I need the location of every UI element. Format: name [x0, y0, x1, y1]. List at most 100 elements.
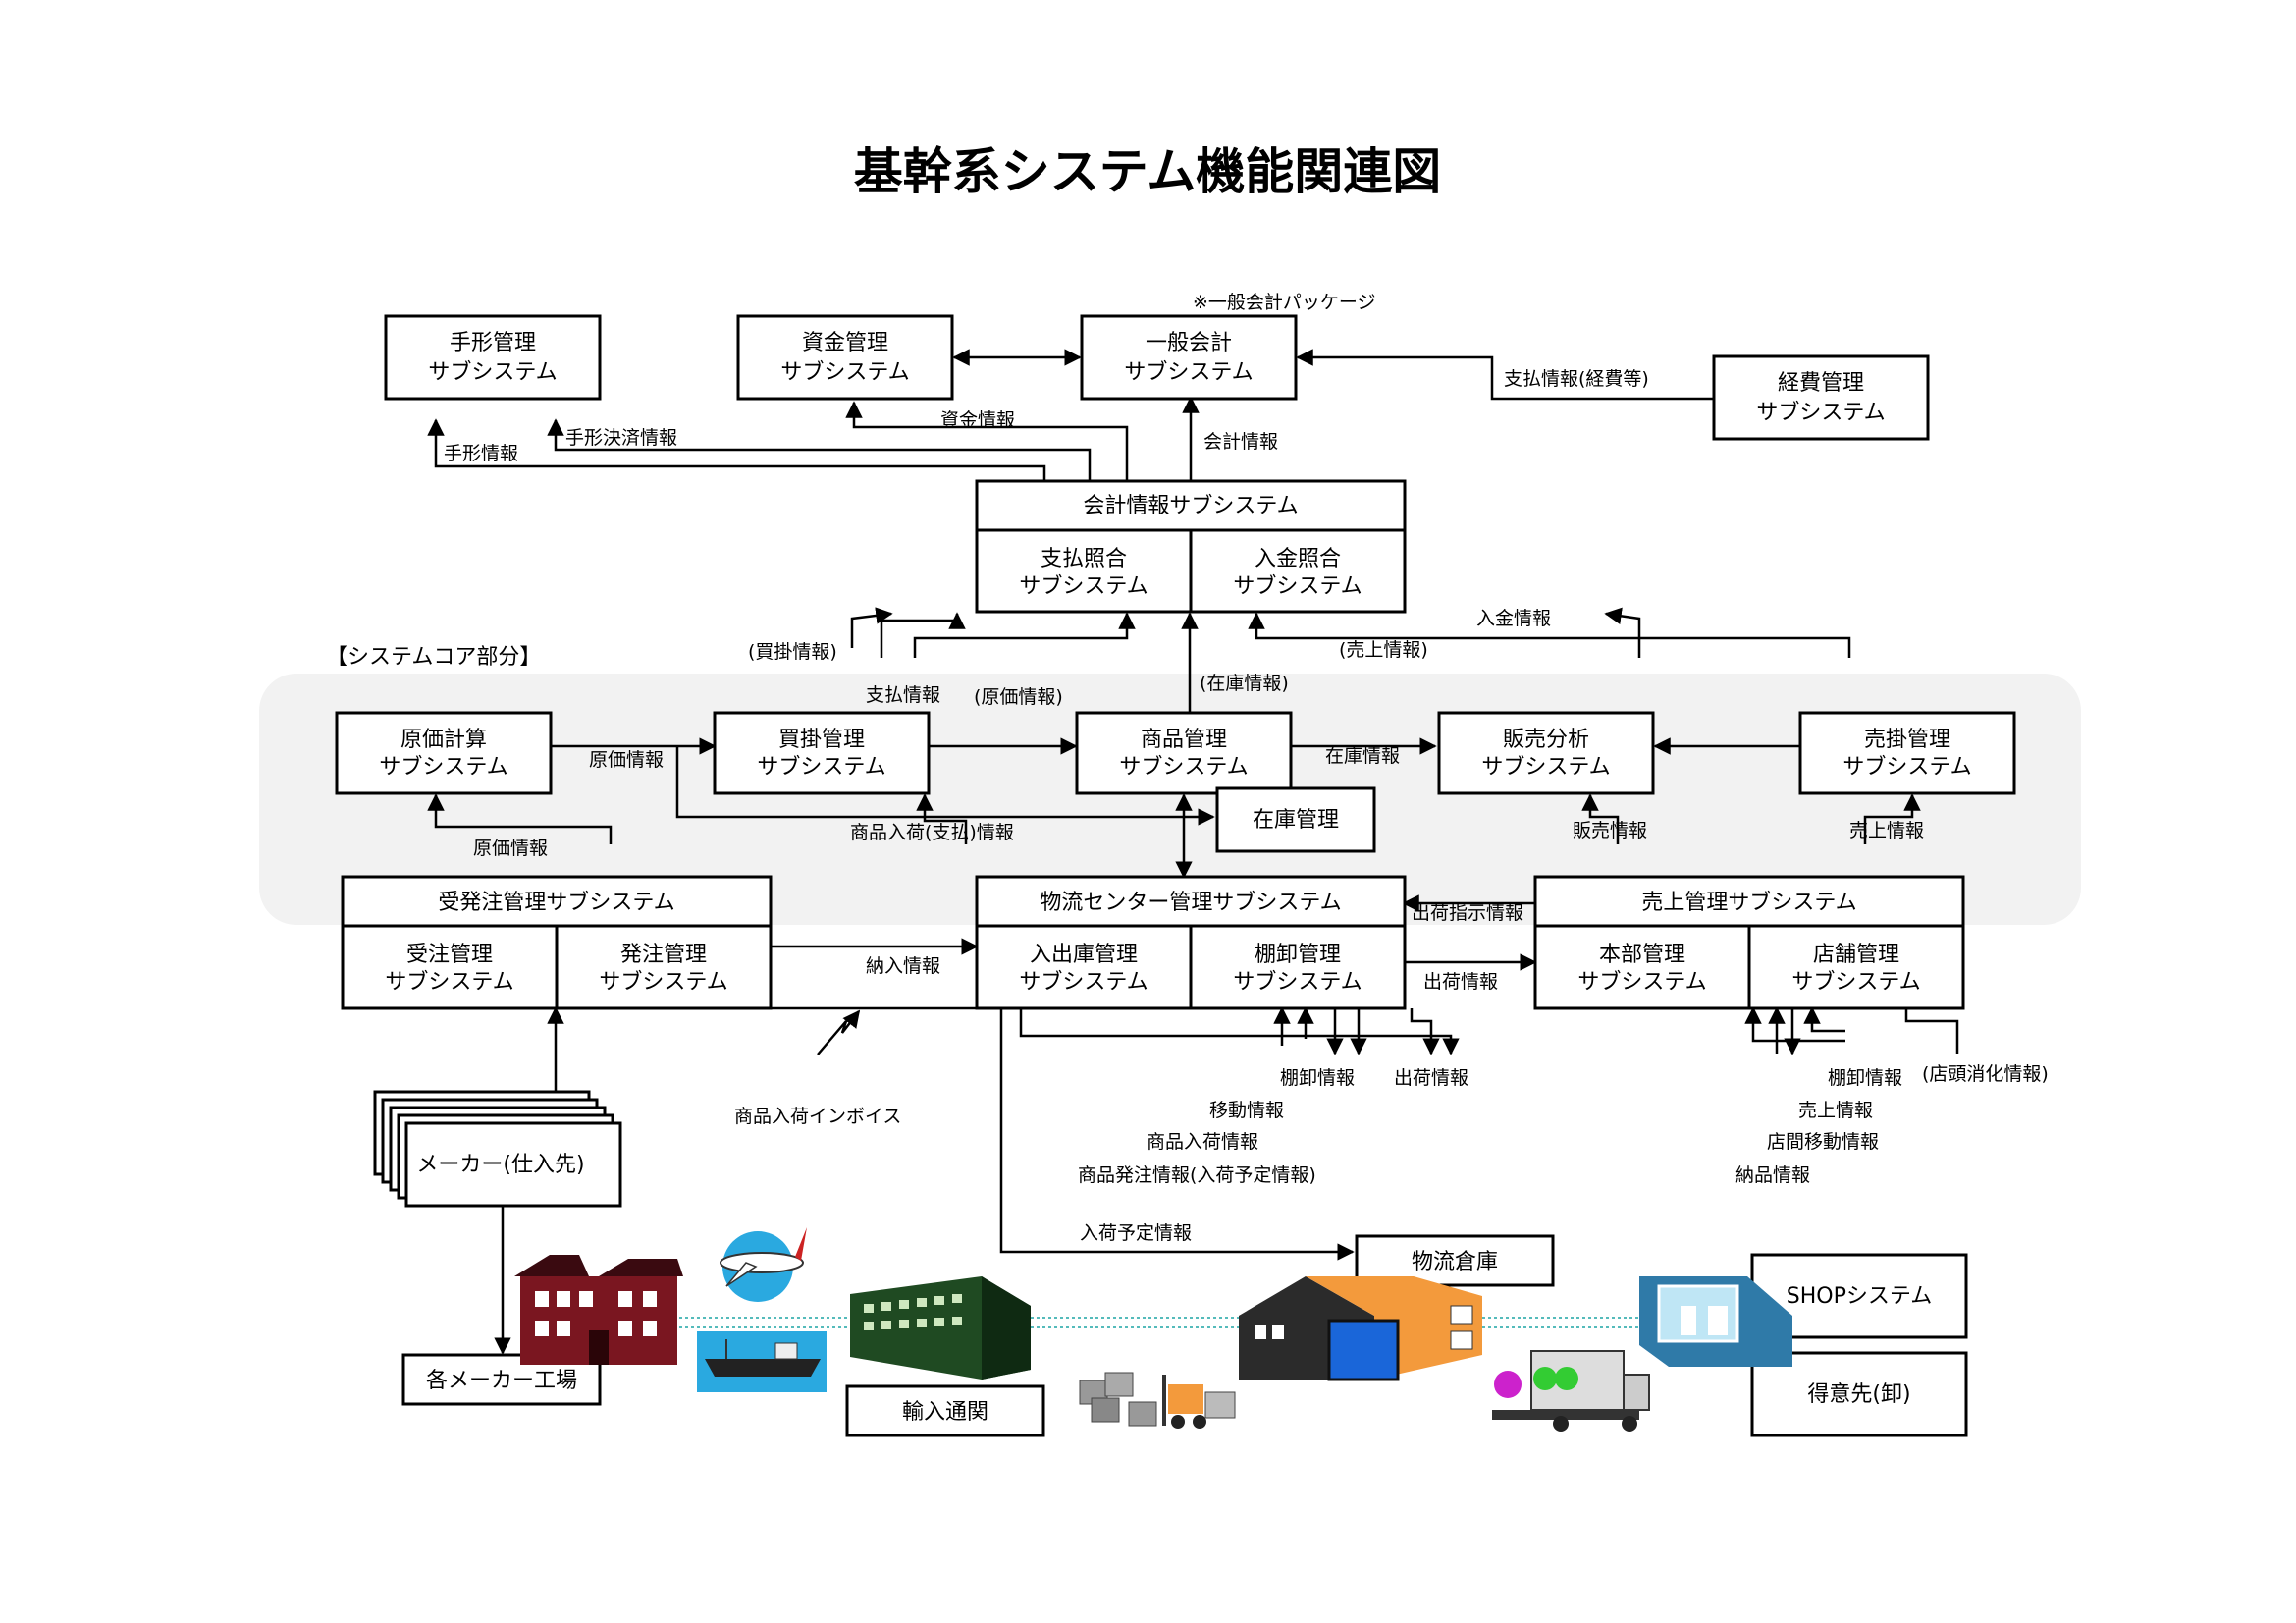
svg-text:受発注管理サブシステム: 受発注管理サブシステム [438, 891, 674, 915]
svg-text:各メーカー工場: 各メーカー工場 [426, 1369, 577, 1393]
svg-text:入金情報: 入金情報 [1476, 608, 1551, 629]
svg-text:サブシステム: サブシステム [599, 970, 727, 995]
svg-text:手形管理: 手形管理 [450, 331, 536, 355]
svg-text:棚卸情報: 棚卸情報 [1828, 1067, 1902, 1089]
svg-text:売上情報: 売上情報 [1849, 820, 1924, 841]
svg-text:手形決済情報: 手形決済情報 [565, 427, 677, 449]
airplane-icon [720, 1227, 807, 1302]
svg-text:資金管理: 資金管理 [802, 331, 888, 355]
box-uriage: 売上管理サブシステム 本部管理 サブシステム 店舗管理 サブシステム [1533, 875, 1965, 1010]
svg-text:サブシステム: サブシステム [1481, 755, 1610, 780]
svg-text:商品発注情報(入荷予定情報): 商品発注情報(入荷予定情報) [1078, 1164, 1316, 1186]
svg-text:サブシステム: サブシステム [1756, 401, 1885, 425]
connectors [427, 349, 1959, 1355]
svg-text:サブシステム: サブシステム [1019, 574, 1148, 599]
svg-text:在庫管理: 在庫管理 [1253, 808, 1339, 833]
warehouse-icon [1239, 1276, 1482, 1381]
svg-text:売掛管理: 売掛管理 [1864, 728, 1950, 752]
svg-text:サブシステム: サブシステム [1791, 970, 1920, 995]
svg-text:手形情報: 手形情報 [444, 443, 518, 464]
svg-text:サブシステム: サブシステム [1019, 970, 1148, 995]
svg-text:出荷情報: 出荷情報 [1423, 971, 1498, 993]
box-shikin: 資金管理 サブシステム [736, 314, 954, 401]
svg-text:物流倉庫: 物流倉庫 [1412, 1250, 1498, 1274]
box-shop: SHOPシステム [1750, 1253, 1968, 1339]
svg-text:(原価情報): (原価情報) [974, 686, 1063, 708]
svg-text:(在庫情報): (在庫情報) [1200, 673, 1289, 694]
package-note: ※一般会計パッケージ [1193, 292, 1376, 313]
svg-text:輸入通関: 輸入通関 [902, 1400, 988, 1425]
svg-text:支払情報(経費等): 支払情報(経費等) [1504, 368, 1649, 390]
svg-text:原価情報: 原価情報 [473, 838, 548, 859]
svg-text:物流センター管理サブシステム: 物流センター管理サブシステム [1040, 891, 1341, 915]
svg-text:販売情報: 販売情報 [1573, 820, 1647, 841]
svg-text:納入情報: 納入情報 [866, 955, 940, 977]
box-tegata: 手形管理 サブシステム [384, 314, 602, 401]
box-genka: 原価計算 サブシステム [335, 711, 553, 795]
box-maker: メーカー(仕入先) [373, 1090, 622, 1208]
svg-text:サブシステム: サブシステム [780, 360, 909, 385]
svg-text:棚卸管理: 棚卸管理 [1255, 943, 1341, 967]
svg-text:支払照合: 支払照合 [1041, 547, 1127, 571]
svg-text:商品管理: 商品管理 [1141, 728, 1227, 752]
svg-text:(店頭消化情報): (店頭消化情報) [1922, 1063, 2049, 1085]
box-keihi: 経費管理 サブシステム [1712, 354, 1930, 441]
svg-text:サブシステム: サブシステム [1842, 755, 1971, 780]
box-juhatchu: 受発注管理サブシステム 受注管理 サブシステム 発注管理 サブシステム [341, 875, 773, 1010]
svg-text:在庫情報: 在庫情報 [1325, 745, 1400, 767]
svg-text:会計情報: 会計情報 [1203, 431, 1278, 453]
svg-text:入荷予定情報: 入荷予定情報 [1080, 1222, 1192, 1244]
svg-text:出荷情報: 出荷情報 [1394, 1067, 1468, 1089]
svg-text:出荷指示情報: 出荷指示情報 [1412, 902, 1523, 924]
svg-text:商品入荷(支払)情報: 商品入荷(支払)情報 [850, 822, 1014, 843]
svg-text:支払情報: 支払情報 [866, 684, 940, 706]
svg-text:サブシステム: サブシステム [379, 755, 507, 780]
truck-icon [1492, 1350, 1650, 1432]
svg-text:(買掛情報): (買掛情報) [748, 641, 837, 663]
box-hanbai: 販売分析 サブシステム [1437, 711, 1655, 795]
svg-text:経費管理: 経費管理 [1778, 371, 1864, 396]
box-zaiko: 在庫管理 [1215, 786, 1376, 853]
svg-text:納品情報: 納品情報 [1735, 1164, 1810, 1186]
svg-text:売上情報: 売上情報 [1798, 1100, 1873, 1121]
svg-text:サブシステム: サブシステム [428, 360, 557, 385]
svg-text:商品入荷インボイス: 商品入荷インボイス [734, 1106, 901, 1127]
svg-text:メーカー(仕入先): メーカー(仕入先) [416, 1153, 584, 1177]
ship-icon [697, 1331, 827, 1392]
box-ippan: 一般会計 サブシステム [1080, 314, 1298, 401]
svg-text:サブシステム: サブシステム [1124, 360, 1253, 385]
svg-text:棚卸情報: 棚卸情報 [1280, 1067, 1355, 1089]
svg-text:(売上情報): (売上情報) [1339, 639, 1428, 661]
svg-text:商品入荷情報: 商品入荷情報 [1147, 1131, 1258, 1153]
svg-text:本部管理: 本部管理 [1599, 943, 1685, 967]
shop-icon [1639, 1276, 1792, 1367]
svg-text:店間移動情報: 店間移動情報 [1767, 1131, 1879, 1153]
svg-text:得意先(卸): 得意先(卸) [1807, 1382, 1910, 1407]
svg-text:SHOPシステム: SHOPシステム [1787, 1284, 1932, 1309]
svg-text:受注管理: 受注管理 [406, 943, 493, 967]
forklift-icon [1079, 1372, 1236, 1429]
svg-text:原価情報: 原価情報 [589, 749, 664, 771]
svg-text:移動情報: 移動情報 [1209, 1100, 1284, 1121]
core-label: 【システムコア部分】 [326, 645, 541, 670]
svg-text:入金照合: 入金照合 [1255, 547, 1341, 571]
svg-text:買掛管理: 買掛管理 [778, 728, 865, 752]
diagram-title: 基幹系システム機能関連図 [854, 143, 1442, 200]
customs-building-icon [850, 1276, 1031, 1380]
box-urikake: 売掛管理 サブシステム [1798, 711, 2016, 795]
svg-text:会計情報サブシステム: 会計情報サブシステム [1083, 494, 1298, 518]
box-kaikei: 会計情報サブシステム 支払照合 サブシステム 入金照合 サブシステム [975, 479, 1407, 614]
svg-text:資金情報: 資金情報 [940, 409, 1015, 431]
svg-text:サブシステム: サブシステム [1119, 755, 1248, 780]
svg-text:サブシステム: サブシステム [1577, 970, 1706, 995]
box-import: 輸入通関 [845, 1384, 1045, 1437]
svg-text:サブシステム: サブシステム [385, 970, 513, 995]
svg-text:店舗管理: 店舗管理 [1813, 943, 1899, 967]
box-butsuryu: 物流センター管理サブシステム 入出庫管理 サブシステム 棚卸管理 サブシステム [975, 875, 1407, 1010]
svg-text:サブシステム: サブシステム [1233, 970, 1362, 995]
svg-text:発注管理: 発注管理 [620, 943, 707, 967]
factory-icon [514, 1255, 683, 1365]
flow-labels: 手形情報 手形決済情報 資金情報 会計情報 支払情報(経費等) (買掛情報) 支… [444, 368, 2049, 1244]
box-shohin: 商品管理 サブシステム [1075, 711, 1293, 795]
